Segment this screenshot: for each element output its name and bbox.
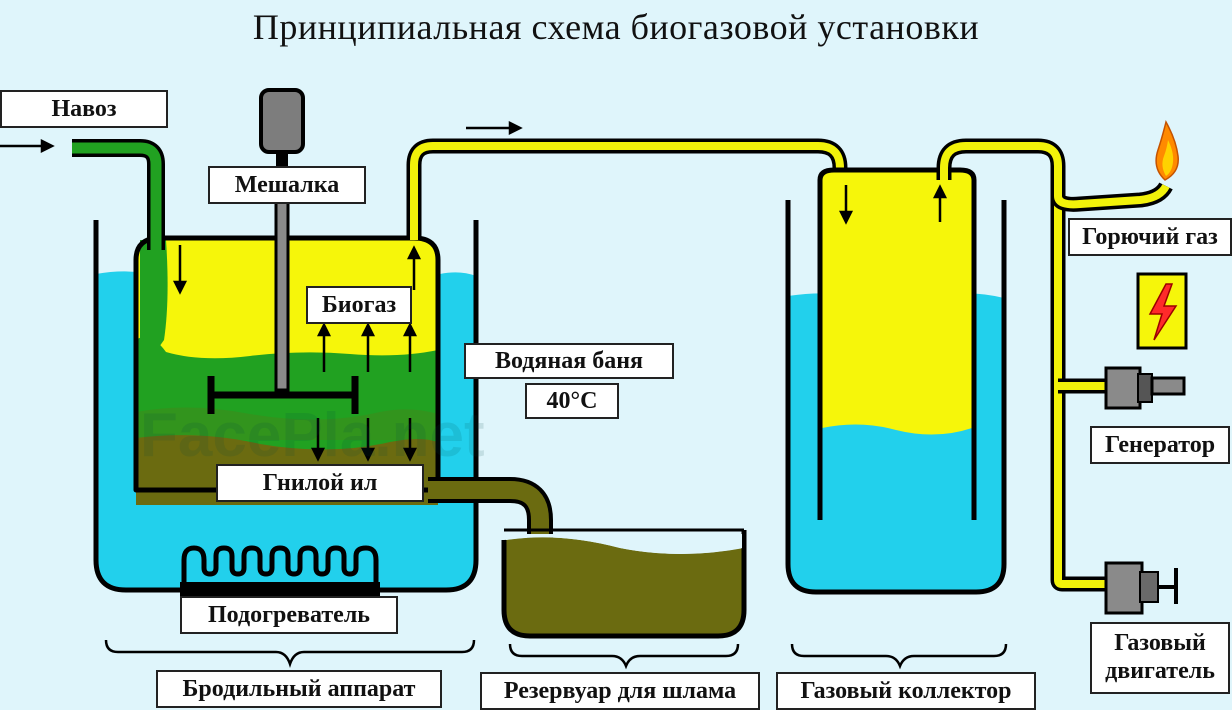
label-biogas: Биогаз — [306, 286, 412, 324]
label-temperature: 40°C — [525, 383, 619, 419]
label-mixer: Мешалка — [208, 166, 366, 204]
flow-arrows-fermenter — [172, 245, 422, 462]
mixer — [207, 88, 359, 414]
label-manure: Навоз — [0, 90, 168, 128]
gas-collector — [785, 167, 1007, 595]
lightning-icon — [1136, 272, 1188, 350]
braces — [104, 639, 1008, 670]
engine-icon — [1104, 561, 1178, 615]
label-water-bath: Водяная баня — [464, 343, 674, 379]
diagram-title: Принципиальная схема биогазовой установк… — [252, 7, 980, 47]
sludge-tank — [501, 528, 747, 639]
label-gas-collector: Газовый коллектор — [776, 672, 1036, 710]
sludge-pipe — [428, 477, 553, 560]
gas-pipe-main — [406, 138, 848, 240]
label-heater: Подогреватель — [180, 596, 398, 634]
label-fermenter: Бродильный аппарат — [156, 670, 442, 708]
label-gas-engine-line1: Газовый — [1114, 630, 1206, 657]
heater-coil-icon — [180, 545, 380, 600]
generator-icon — [1104, 366, 1186, 410]
label-sludge-tank: Резервуар для шлама — [480, 672, 760, 710]
label-combustible-gas: Горючий газ — [1068, 218, 1232, 256]
flow-arrows-gas — [0, 120, 948, 225]
flame-icon — [1155, 119, 1179, 181]
label-gas-engine-line2: двигатель — [1105, 658, 1215, 684]
label-gas-engine: Газовый двигатель — [1090, 622, 1230, 694]
label-sludge: Гнилой ил — [216, 464, 424, 502]
mixer-motor-icon — [259, 88, 305, 154]
manure-pipe — [72, 139, 165, 250]
label-generator: Генератор — [1090, 426, 1230, 464]
watermark: FacePla.net — [140, 401, 485, 470]
gas-pipe-outlet — [936, 138, 1173, 592]
